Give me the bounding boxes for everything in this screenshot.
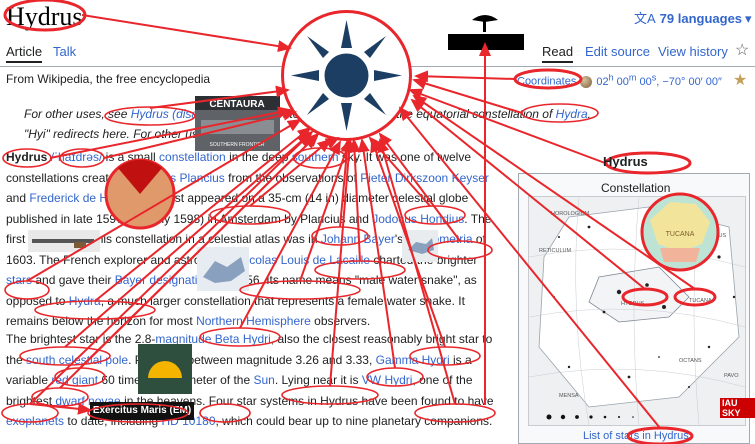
article-text: , which could bear up to nine planetary … bbox=[215, 414, 493, 428]
map-image bbox=[197, 247, 249, 291]
page-title: Hydrus bbox=[6, 2, 83, 31]
iau-sky-badge: IAU SKY bbox=[720, 398, 755, 418]
hatnote-link-hydra[interactable]: Hydra bbox=[555, 107, 588, 121]
pie-emblem bbox=[104, 156, 176, 232]
article-link[interactable]: Sun bbox=[253, 373, 275, 387]
article-text: The brightest star is the 2.8- bbox=[6, 332, 156, 346]
site-tagline: From Wikipedia, the free encyclopedia bbox=[6, 72, 211, 86]
chart-label: OCTANS bbox=[679, 358, 702, 364]
chart-label: PAVO bbox=[724, 373, 739, 379]
exercitus-label: Exercitus Maris (EM) bbox=[90, 402, 194, 420]
watch-star-icon[interactable]: ☆ bbox=[735, 42, 750, 59]
article-text: in the deep bbox=[225, 150, 292, 164]
article-text: and gave their bbox=[32, 273, 115, 287]
tab-article[interactable]: Article bbox=[6, 44, 43, 63]
article-link[interactable]: /ˈhaɪdrəs/ bbox=[50, 150, 103, 164]
article-link[interactable]: south celestial pole bbox=[26, 352, 129, 367]
article-link[interactable]: Hydra bbox=[68, 293, 101, 308]
article-text: from the observations of bbox=[224, 170, 361, 185]
centaura-badge: CENTAURA SOUTHERN FRONTIER bbox=[195, 96, 280, 151]
chevron-down-icon: ▾ bbox=[745, 11, 752, 26]
compass-emblem bbox=[279, 8, 414, 143]
rifle-image bbox=[28, 230, 100, 252]
tucana-map: TUCANA bbox=[640, 192, 720, 272]
helmet-emblem bbox=[138, 344, 192, 394]
language-count: 79 languages bbox=[659, 11, 743, 26]
second-paragraph: The brightest star is the 2.8-magnitude … bbox=[6, 329, 496, 432]
article-link[interactable]: exoplanets bbox=[6, 414, 65, 428]
article-text: . Lying near it is bbox=[274, 373, 362, 387]
tab-read[interactable]: Read bbox=[542, 44, 574, 63]
island-image bbox=[402, 230, 438, 262]
centaura-title: CENTAURA bbox=[209, 99, 264, 110]
article-link[interactable]: Johann Bayer bbox=[320, 232, 395, 246]
chart-label: HYDRUS bbox=[621, 301, 645, 307]
article-text: and bbox=[6, 191, 30, 205]
tab-talk[interactable]: Talk bbox=[53, 44, 77, 59]
infobox-title: Hydrus bbox=[603, 154, 648, 169]
globe-icon[interactable] bbox=[580, 75, 593, 88]
chart-label: TUCANA bbox=[689, 298, 712, 304]
tab-edit-source[interactable]: Edit source bbox=[585, 44, 651, 59]
chart-label: HOROLOGIUM bbox=[551, 211, 590, 217]
article-link[interactable]: Jodocus Hondius bbox=[372, 211, 465, 226]
coordinates-value[interactable]: 02h 00m 00s, −70° 00′ 00″ bbox=[596, 72, 722, 88]
article-link[interactable]: Nicolas Louis de Lacaille bbox=[237, 252, 370, 267]
tucana-label: TUCANA bbox=[666, 231, 695, 238]
article-link[interactable]: VW Hydri bbox=[361, 373, 413, 387]
chart-label: RETICULUM bbox=[539, 248, 572, 254]
tab-view-history[interactable]: View history bbox=[658, 44, 728, 59]
sky-star-icon[interactable]: ★ bbox=[733, 72, 748, 89]
article-text: Hydrus bbox=[6, 150, 48, 164]
article-link[interactable]: stars bbox=[6, 273, 33, 287]
article-text: observers. bbox=[310, 314, 371, 328]
article-link[interactable]: red giant bbox=[51, 373, 99, 387]
translate-icon: 文A bbox=[634, 11, 656, 26]
chart-label: MENSA bbox=[559, 393, 579, 399]
centaura-subtitle: SOUTHERN FRONTIER bbox=[210, 142, 265, 148]
article-link[interactable]: Beta Hydri bbox=[214, 332, 271, 346]
article-link[interactable]: Pieter Dirkszoon Keyser bbox=[360, 170, 489, 185]
article-link[interactable]: Gamma Hydri bbox=[375, 352, 450, 367]
flag-emblem bbox=[442, 0, 528, 70]
coordinates-link[interactable]: Coordinates bbox=[517, 75, 577, 88]
article-link[interactable]: Northern Hemisphere bbox=[196, 314, 311, 328]
article-link[interactable]: southern bbox=[291, 150, 339, 164]
coordinates: Coordinates 02h 00m 00s, −70° 00′ 00″ bbox=[517, 72, 722, 88]
infobox-link[interactable]: List of stars in Hydrus bbox=[583, 430, 689, 442]
